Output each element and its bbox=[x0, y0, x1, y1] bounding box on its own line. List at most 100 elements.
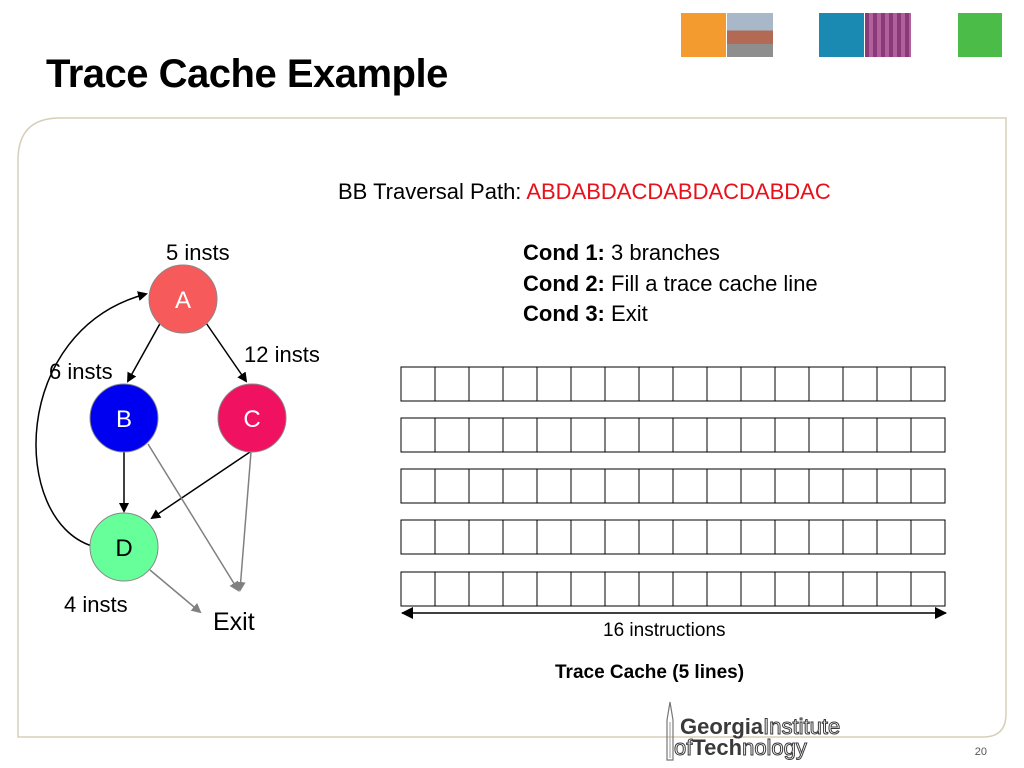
cache-cell bbox=[672, 519, 708, 555]
condition-label: Cond 3: bbox=[523, 301, 605, 326]
edge-c-to-d bbox=[150, 451, 251, 520]
node-c: C bbox=[217, 383, 287, 453]
cache-cell bbox=[808, 366, 844, 402]
cache-cell bbox=[672, 366, 708, 402]
c-insts-label: 12 insts bbox=[244, 342, 320, 367]
cache-cell bbox=[536, 468, 572, 504]
cache-cell bbox=[706, 519, 742, 555]
cache-cell bbox=[400, 468, 436, 504]
cache-cell bbox=[604, 468, 640, 504]
logo-line-2: ofTechnology bbox=[673, 735, 807, 761]
cache-line-2 bbox=[400, 417, 946, 453]
cache-cell bbox=[400, 571, 436, 607]
cache-cell bbox=[672, 571, 708, 607]
cache-line-3 bbox=[400, 468, 946, 504]
traversal-label: BB Traversal Path: bbox=[338, 179, 522, 204]
cache-cell bbox=[536, 519, 572, 555]
condition-label: Cond 2: bbox=[523, 271, 605, 296]
cache-cell bbox=[468, 417, 504, 453]
cache-cell bbox=[468, 468, 504, 504]
cache-cell bbox=[604, 519, 640, 555]
condition-text: 3 branches bbox=[611, 240, 720, 265]
node-b-label: B bbox=[116, 406, 132, 433]
node-a: A bbox=[148, 264, 218, 334]
traversal-path-value: ABDABDACDABDACDABDAC bbox=[526, 179, 831, 204]
condition-text: Fill a trace cache line bbox=[611, 271, 818, 296]
a-insts-label: 5 insts bbox=[166, 240, 230, 265]
condition-label: Cond 1: bbox=[523, 240, 605, 265]
d-insts-label: 4 insts bbox=[64, 592, 128, 617]
cache-cell bbox=[434, 571, 470, 607]
cache-cell bbox=[808, 519, 844, 555]
cache-cell bbox=[910, 366, 946, 402]
cache-cell bbox=[434, 366, 470, 402]
cache-cell bbox=[570, 571, 606, 607]
cache-cell bbox=[910, 468, 946, 504]
cache-cell bbox=[842, 468, 878, 504]
cache-cell bbox=[468, 519, 504, 555]
edge-c-to-exit bbox=[235, 451, 252, 592]
cache-cell bbox=[502, 571, 538, 607]
cache-cell bbox=[876, 519, 912, 555]
cache-line-1 bbox=[400, 366, 946, 402]
edge-a-to-b bbox=[127, 319, 163, 383]
georgia-tech-logo: GeorgiaInstitute ofTechnology bbox=[660, 700, 880, 762]
cache-cell bbox=[502, 366, 538, 402]
building-photo-thumbnail bbox=[727, 13, 773, 57]
traversal-path-line: BB Traversal Path: ABDABDACDABDACDABDAC bbox=[338, 179, 831, 205]
cache-cell bbox=[808, 468, 844, 504]
cache-cell bbox=[400, 366, 436, 402]
cache-cell bbox=[876, 571, 912, 607]
cache-cell bbox=[774, 519, 810, 555]
edge-d-to-a bbox=[35, 291, 148, 547]
cache-cell bbox=[638, 417, 674, 453]
cache-cell bbox=[910, 519, 946, 555]
edge-d-to-exit bbox=[149, 569, 202, 614]
cache-cell bbox=[434, 468, 470, 504]
cache-cell bbox=[910, 571, 946, 607]
cache-cell bbox=[876, 468, 912, 504]
cache-cell bbox=[502, 417, 538, 453]
cache-cell bbox=[638, 519, 674, 555]
cache-cell bbox=[604, 417, 640, 453]
cache-cell bbox=[672, 417, 708, 453]
cache-cell bbox=[774, 366, 810, 402]
edge-b-to-exit bbox=[147, 443, 240, 592]
width-label: 16 instructions bbox=[603, 620, 726, 641]
cache-cell bbox=[570, 468, 606, 504]
b-insts-label: 6 insts bbox=[49, 359, 113, 384]
cache-cell bbox=[502, 468, 538, 504]
cache-cell bbox=[570, 366, 606, 402]
cache-cell bbox=[740, 366, 776, 402]
trace-cache-caption: Trace Cache (5 lines) bbox=[555, 662, 745, 683]
cache-cell bbox=[638, 366, 674, 402]
tower-icon bbox=[666, 701, 674, 761]
cache-cell bbox=[740, 519, 776, 555]
cache-cell bbox=[740, 417, 776, 453]
condition-3: Cond 3: Exit bbox=[523, 301, 648, 327]
condition-1: Cond 1: 3 branches bbox=[523, 240, 720, 266]
teal-thumbnail bbox=[819, 13, 864, 57]
node-b: B bbox=[89, 383, 159, 453]
cache-cell bbox=[400, 417, 436, 453]
circuit-photo-thumbnail bbox=[865, 13, 911, 57]
cache-cell bbox=[876, 417, 912, 453]
cache-cell bbox=[536, 417, 572, 453]
cache-cell bbox=[706, 571, 742, 607]
cache-cell bbox=[434, 519, 470, 555]
cache-cell bbox=[842, 571, 878, 607]
cache-cell bbox=[740, 468, 776, 504]
cache-cell bbox=[570, 519, 606, 555]
cache-cell bbox=[536, 571, 572, 607]
edge-a-to-c bbox=[203, 319, 248, 383]
cache-cell bbox=[842, 366, 878, 402]
cache-cell bbox=[876, 366, 912, 402]
cache-cell bbox=[638, 571, 674, 607]
condition-text: Exit bbox=[611, 301, 648, 326]
cache-cell bbox=[434, 417, 470, 453]
cache-line-5 bbox=[400, 571, 946, 607]
header-thumbnails bbox=[0, 0, 1024, 70]
cache-cell bbox=[570, 417, 606, 453]
